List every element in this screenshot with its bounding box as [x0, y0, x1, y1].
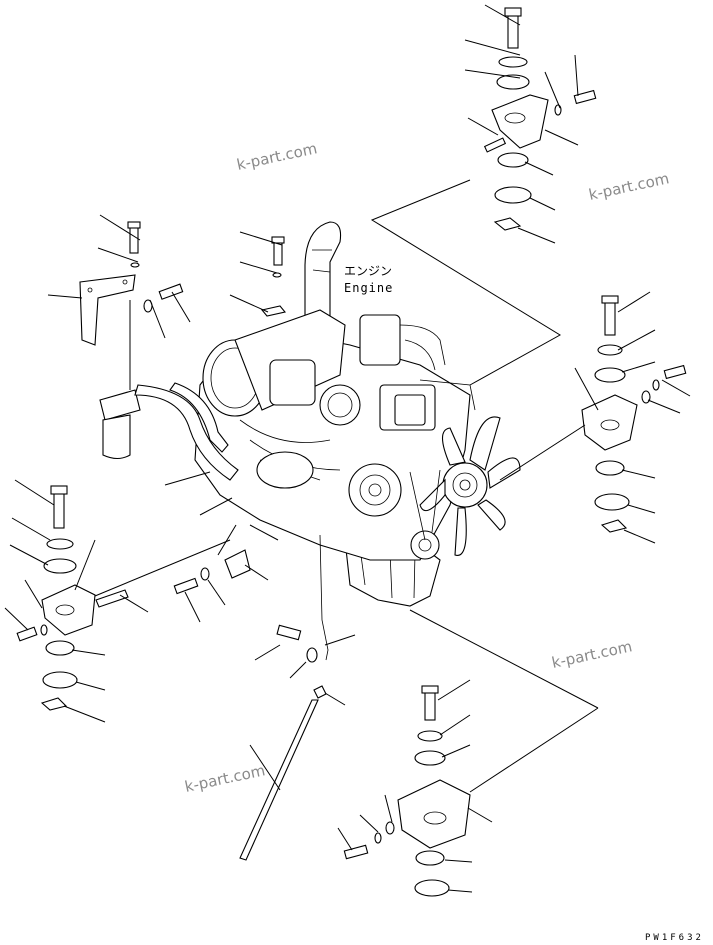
engine-assembly — [194, 221, 521, 607]
mount-middle-right — [581, 295, 687, 533]
fastener-parts — [127, 221, 329, 861]
watermark-2: k-part.com — [587, 169, 671, 204]
drawing-code: PW1F632 — [645, 933, 704, 943]
watermark-1: k-part.com — [235, 139, 319, 174]
watermark-4: k-part.com — [183, 761, 267, 796]
mount-upper-right — [483, 7, 597, 231]
mount-lower-center — [343, 685, 471, 897]
watermark-3: k-part.com — [550, 637, 634, 672]
engine-label-jp: エンジン — [344, 264, 392, 278]
leader-lines — [4, 4, 691, 893]
engine-label-en: Engine — [344, 281, 393, 295]
mount-left — [16, 485, 129, 711]
filter-assembly — [79, 274, 239, 481]
